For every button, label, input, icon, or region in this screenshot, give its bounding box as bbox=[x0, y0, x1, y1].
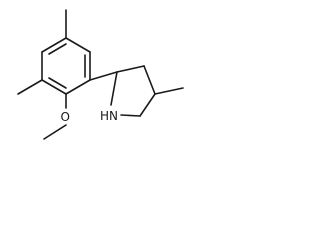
double-bond-inner-bottom bbox=[48, 77, 67, 89]
bond-oxygen-to-methyl bbox=[43, 124, 67, 140]
bond-c2-c3 bbox=[116, 65, 145, 73]
bond-ring-c6-c1 bbox=[41, 37, 67, 53]
bond-c3-c4 bbox=[143, 65, 156, 95]
oxygen-atom-label: O bbox=[61, 110, 70, 124]
nitrogen-atom-label: HN bbox=[100, 109, 118, 123]
bond-ring-to-pyrrolidine bbox=[89, 71, 118, 81]
bond-c5-n bbox=[120, 114, 141, 117]
bond-ring-c4-c5 bbox=[41, 79, 67, 95]
bond-ring-c3-c4 bbox=[65, 79, 91, 95]
bond-c4-c5 bbox=[139, 93, 156, 117]
pyrrolidine-ring bbox=[110, 65, 156, 117]
benzene-ring bbox=[41, 37, 91, 95]
bond-n-c2 bbox=[110, 71, 118, 106]
bond-left-methyl bbox=[17, 79, 43, 95]
double-bond-inner-top bbox=[48, 43, 67, 55]
molecule-structure-diagram: O HN bbox=[17, 9, 184, 140]
bond-pyrrolidine-methyl bbox=[154, 87, 184, 95]
bond-ring-c1-c2 bbox=[65, 37, 91, 53]
